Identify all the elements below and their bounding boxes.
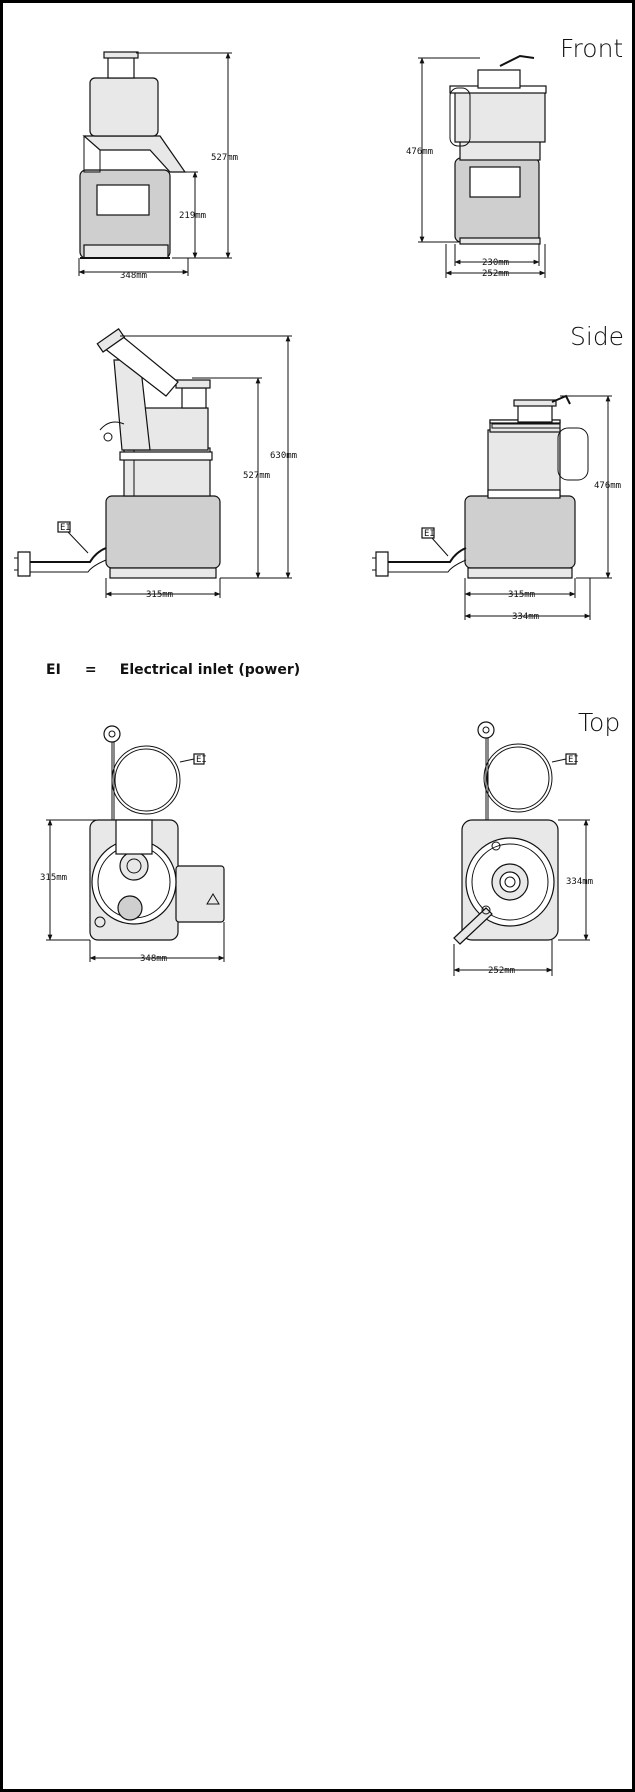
dim-top-right-depth: 334mm [566, 877, 593, 887]
dim-front-left-height-base: 219mm [179, 211, 206, 221]
side-left-machine [96, 328, 221, 579]
dim-side-left-height-total: 630mm [270, 451, 297, 461]
legend-text: Electrical inlet (power) [119, 662, 301, 678]
side-left-dims: 630mm 527mm 315mm [105, 335, 297, 600]
front-left-dims: 527mm 219mm 348mm [78, 52, 238, 281]
dim-front-left-height-total: 527mm [211, 153, 238, 163]
side-right-machine [464, 394, 589, 579]
top-right-tag: EI [568, 755, 579, 765]
view-label-front: Front [560, 34, 624, 63]
dim-front-right-width-outer: 252mm [482, 269, 509, 279]
legend: EI = Electrical inlet (power) [46, 662, 300, 678]
side-left-tag: EI [60, 523, 71, 533]
top-left-machine: EI [89, 725, 225, 941]
dim-side-right-depth-outer: 334mm [512, 612, 539, 622]
dim-side-right-height: 476mm [594, 481, 621, 491]
dim-side-left-depth: 315mm [146, 590, 173, 600]
dim-front-right-width-inner: 230mm [482, 258, 509, 268]
front-left-machine [79, 51, 187, 259]
side-right-tag: EI [424, 529, 435, 539]
dim-side-right-depth-inner: 315mm [508, 590, 535, 600]
legend-abbr: EI [46, 662, 61, 678]
dim-side-left-height-mid: 527mm [243, 471, 270, 481]
dim-top-right-width: 252mm [488, 966, 515, 976]
side-left-cable: EI [14, 521, 107, 577]
view-label-top: Top [578, 708, 621, 737]
top-right-machine: EI [453, 721, 579, 945]
front-right-machine [449, 54, 547, 245]
view-label-side: Side [570, 322, 625, 351]
top-left-tag: EI [196, 755, 207, 765]
top-right-dims: 334mm 252mm [453, 819, 593, 976]
top-left-dims: 315mm 348mm [40, 819, 225, 964]
dim-top-left-width: 348mm [140, 954, 167, 964]
dim-top-left-depth: 315mm [40, 873, 67, 883]
legend-equals: = [84, 662, 97, 678]
side-right-dims: 476mm 315mm 334mm [464, 395, 621, 622]
dim-front-right-height: 476mm [406, 147, 433, 157]
side-right-cable: EI [372, 527, 467, 577]
front-right-dims: 476mm 230mm 252mm [406, 57, 546, 279]
dim-front-left-width: 348mm [120, 271, 147, 281]
